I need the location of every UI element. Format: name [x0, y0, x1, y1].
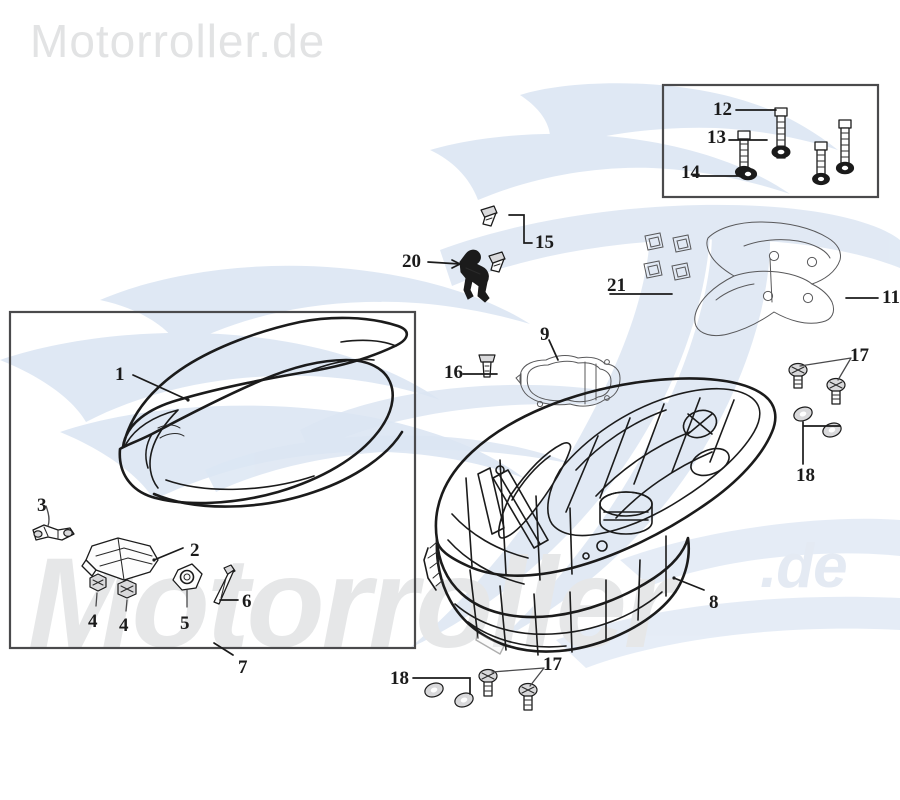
leader-4b [125, 599, 128, 612]
callout-16: 16 [444, 362, 463, 383]
backrest-cover-drawing [694, 221, 841, 337]
bolt-long-drawing-2 [835, 119, 855, 175]
bolt-17-ur-b [826, 377, 846, 405]
seat-lock-grommet-drawing [172, 563, 203, 591]
latch-bracket-drawing [459, 249, 490, 303]
callout-17a: 17 [850, 345, 869, 366]
washer-18-ur-a [793, 406, 813, 422]
screw-15-upper [480, 205, 498, 227]
washer-14-drawing [738, 167, 758, 181]
callout-21: 21 [607, 275, 626, 296]
callout-7: 7 [238, 657, 248, 678]
leader-15 [508, 214, 533, 244]
callout-6: 6 [242, 591, 252, 612]
clip-nut [644, 232, 664, 251]
leader-2 [153, 547, 184, 561]
leader-1 [132, 374, 189, 401]
clip-nut-group-drawing [643, 232, 692, 281]
clip-nut [671, 262, 691, 281]
nut-right-drawing [117, 579, 137, 599]
seat-assembly-drawing [118, 316, 408, 508]
callout-11: 11 [882, 287, 900, 308]
leader-17-upper [799, 357, 852, 381]
screw-15-lower [488, 251, 506, 273]
callout-17b: 17 [543, 654, 562, 675]
seat-hinge-pin-drawing [213, 564, 236, 605]
callout-3: 3 [37, 495, 47, 516]
callout-15: 15 [535, 232, 554, 253]
seat-bracket-drawing [81, 537, 159, 581]
clip-nut [643, 260, 663, 279]
washer-18-lr-b [454, 692, 474, 708]
callout-9: 9 [540, 324, 550, 345]
bolt-long-drawing [771, 107, 791, 159]
leader-4a [95, 592, 98, 607]
leader-17-lower [491, 667, 545, 687]
clip-nut [672, 234, 692, 253]
leader-3 [45, 505, 50, 527]
callout-2: 2 [190, 540, 200, 561]
callout-13: 13 [707, 127, 726, 148]
washer-18-lr-a [424, 682, 444, 698]
leader-18-lower [412, 677, 471, 695]
callout-4b: 4 [119, 615, 129, 636]
callout-5: 5 [180, 613, 190, 634]
callout-14: 14 [681, 162, 700, 183]
storage-compartment-drawing [423, 377, 777, 656]
leader-18-upper [802, 421, 841, 465]
washer-18-ur-b [822, 422, 842, 438]
callout-8: 8 [709, 592, 719, 613]
callout-1: 1 [115, 364, 125, 385]
nut-left-drawing [89, 573, 107, 592]
leader-7 [213, 642, 234, 656]
callout-18a: 18 [796, 465, 815, 486]
bolt-short-drawing-2 [812, 141, 830, 186]
callout-20: 20 [402, 251, 421, 272]
bolt-17-ur-a [788, 362, 808, 389]
callout-18b: 18 [390, 668, 409, 689]
bolt-17-lr-b [518, 682, 538, 711]
callout-4a: 4 [88, 611, 98, 632]
bolt-17-lr-a [478, 668, 498, 697]
seat-hinge-drawing [32, 524, 75, 541]
callout-12: 12 [713, 99, 732, 120]
